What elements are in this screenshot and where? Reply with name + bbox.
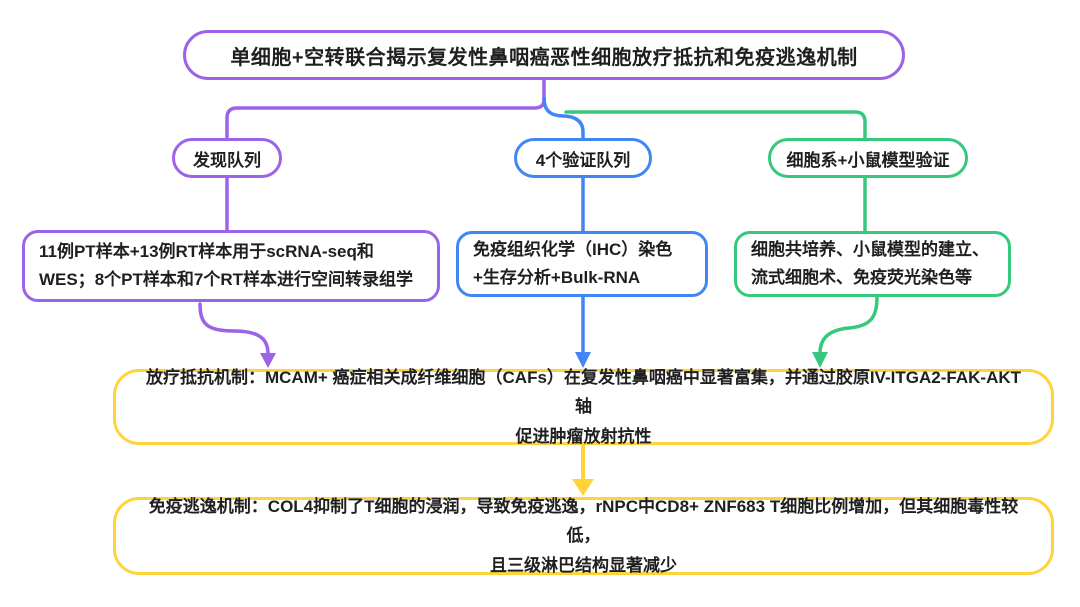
arrowhead-discovery	[260, 353, 276, 368]
result-line: 且三级淋巴结构显著减少	[490, 555, 677, 575]
branch-node-cellline-mouse-models: 细胞系+小鼠模型验证	[768, 138, 968, 178]
branch-label: 4个验证队列	[535, 150, 631, 170]
detail-node-ihc-survival-bulkrna: 免疫组织化学（IHC）染色 +生存分析+Bulk-RNA	[456, 231, 708, 297]
result-node-immune-escape-mechanism: 免疫逃逸机制：COL4抑制了T细胞的浸润，导致免疫逃逸，rNPC中CD8+ ZN…	[113, 497, 1054, 575]
arrowhead-models	[812, 352, 828, 368]
detail-line: 流式细胞术、免疫荧光染色等	[751, 268, 972, 287]
result-line: 促进肿瘤放射抗性	[515, 426, 652, 446]
arrow-discovery-to-result	[198, 302, 270, 356]
arrowhead-result2	[572, 479, 594, 496]
branch-node-discovery-cohort: 发现队列	[172, 138, 282, 178]
connector-middle-branch	[542, 96, 585, 234]
detail-line: WES；8个PT样本和7个RT样本进行空间转录组学	[39, 270, 414, 289]
detail-line: 细胞共培养、小鼠模型的建立、	[751, 240, 989, 260]
detail-line: +生存分析+Bulk-RNA	[473, 268, 641, 287]
title-text: 单细胞+空转联合揭示复发性鼻咽癌恶性细胞放疗抵抗和免疫逃逸机制	[230, 46, 858, 69]
title-node: 单细胞+空转联合揭示复发性鼻咽癌恶性细胞放疗抵抗和免疫逃逸机制	[183, 30, 905, 80]
result-node-radioresistance-mechanism: 放疗抵抗机制：MCAM+ 癌症相关成纤维细胞（CAFs）在复发性鼻咽癌中显著富集…	[113, 368, 1054, 446]
detail-line: 11例PT样本+13例RT样本用于scRNA-seq和	[39, 242, 374, 262]
branch-node-validation-cohorts: 4个验证队列	[514, 138, 652, 178]
detail-line: 免疫组织化学（IHC）染色	[473, 240, 673, 260]
arrow-models-to-result	[818, 295, 879, 355]
arrowhead-validation	[575, 352, 591, 368]
result-line: 免疫逃逸机制：COL4抑制了T细胞的浸润，导致免疫逃逸，rNPC中CD8+ ZN…	[148, 497, 1019, 546]
detail-node-coculture-mouse-facs: 细胞共培养、小鼠模型的建立、 流式细胞术、免疫荧光染色等	[734, 231, 1011, 297]
connector-right-branch	[564, 110, 867, 234]
branch-label: 发现队列	[193, 150, 261, 170]
branch-label: 细胞系+小鼠模型验证	[786, 150, 950, 170]
detail-node-discovery-samples: 11例PT样本+13例RT样本用于scRNA-seq和 WES；8个PT样本和7…	[22, 230, 440, 302]
result-line: 放疗抵抗机制：MCAM+ 癌症相关成纤维细胞（CAFs）在复发性鼻咽癌中显著富集…	[145, 368, 1022, 417]
